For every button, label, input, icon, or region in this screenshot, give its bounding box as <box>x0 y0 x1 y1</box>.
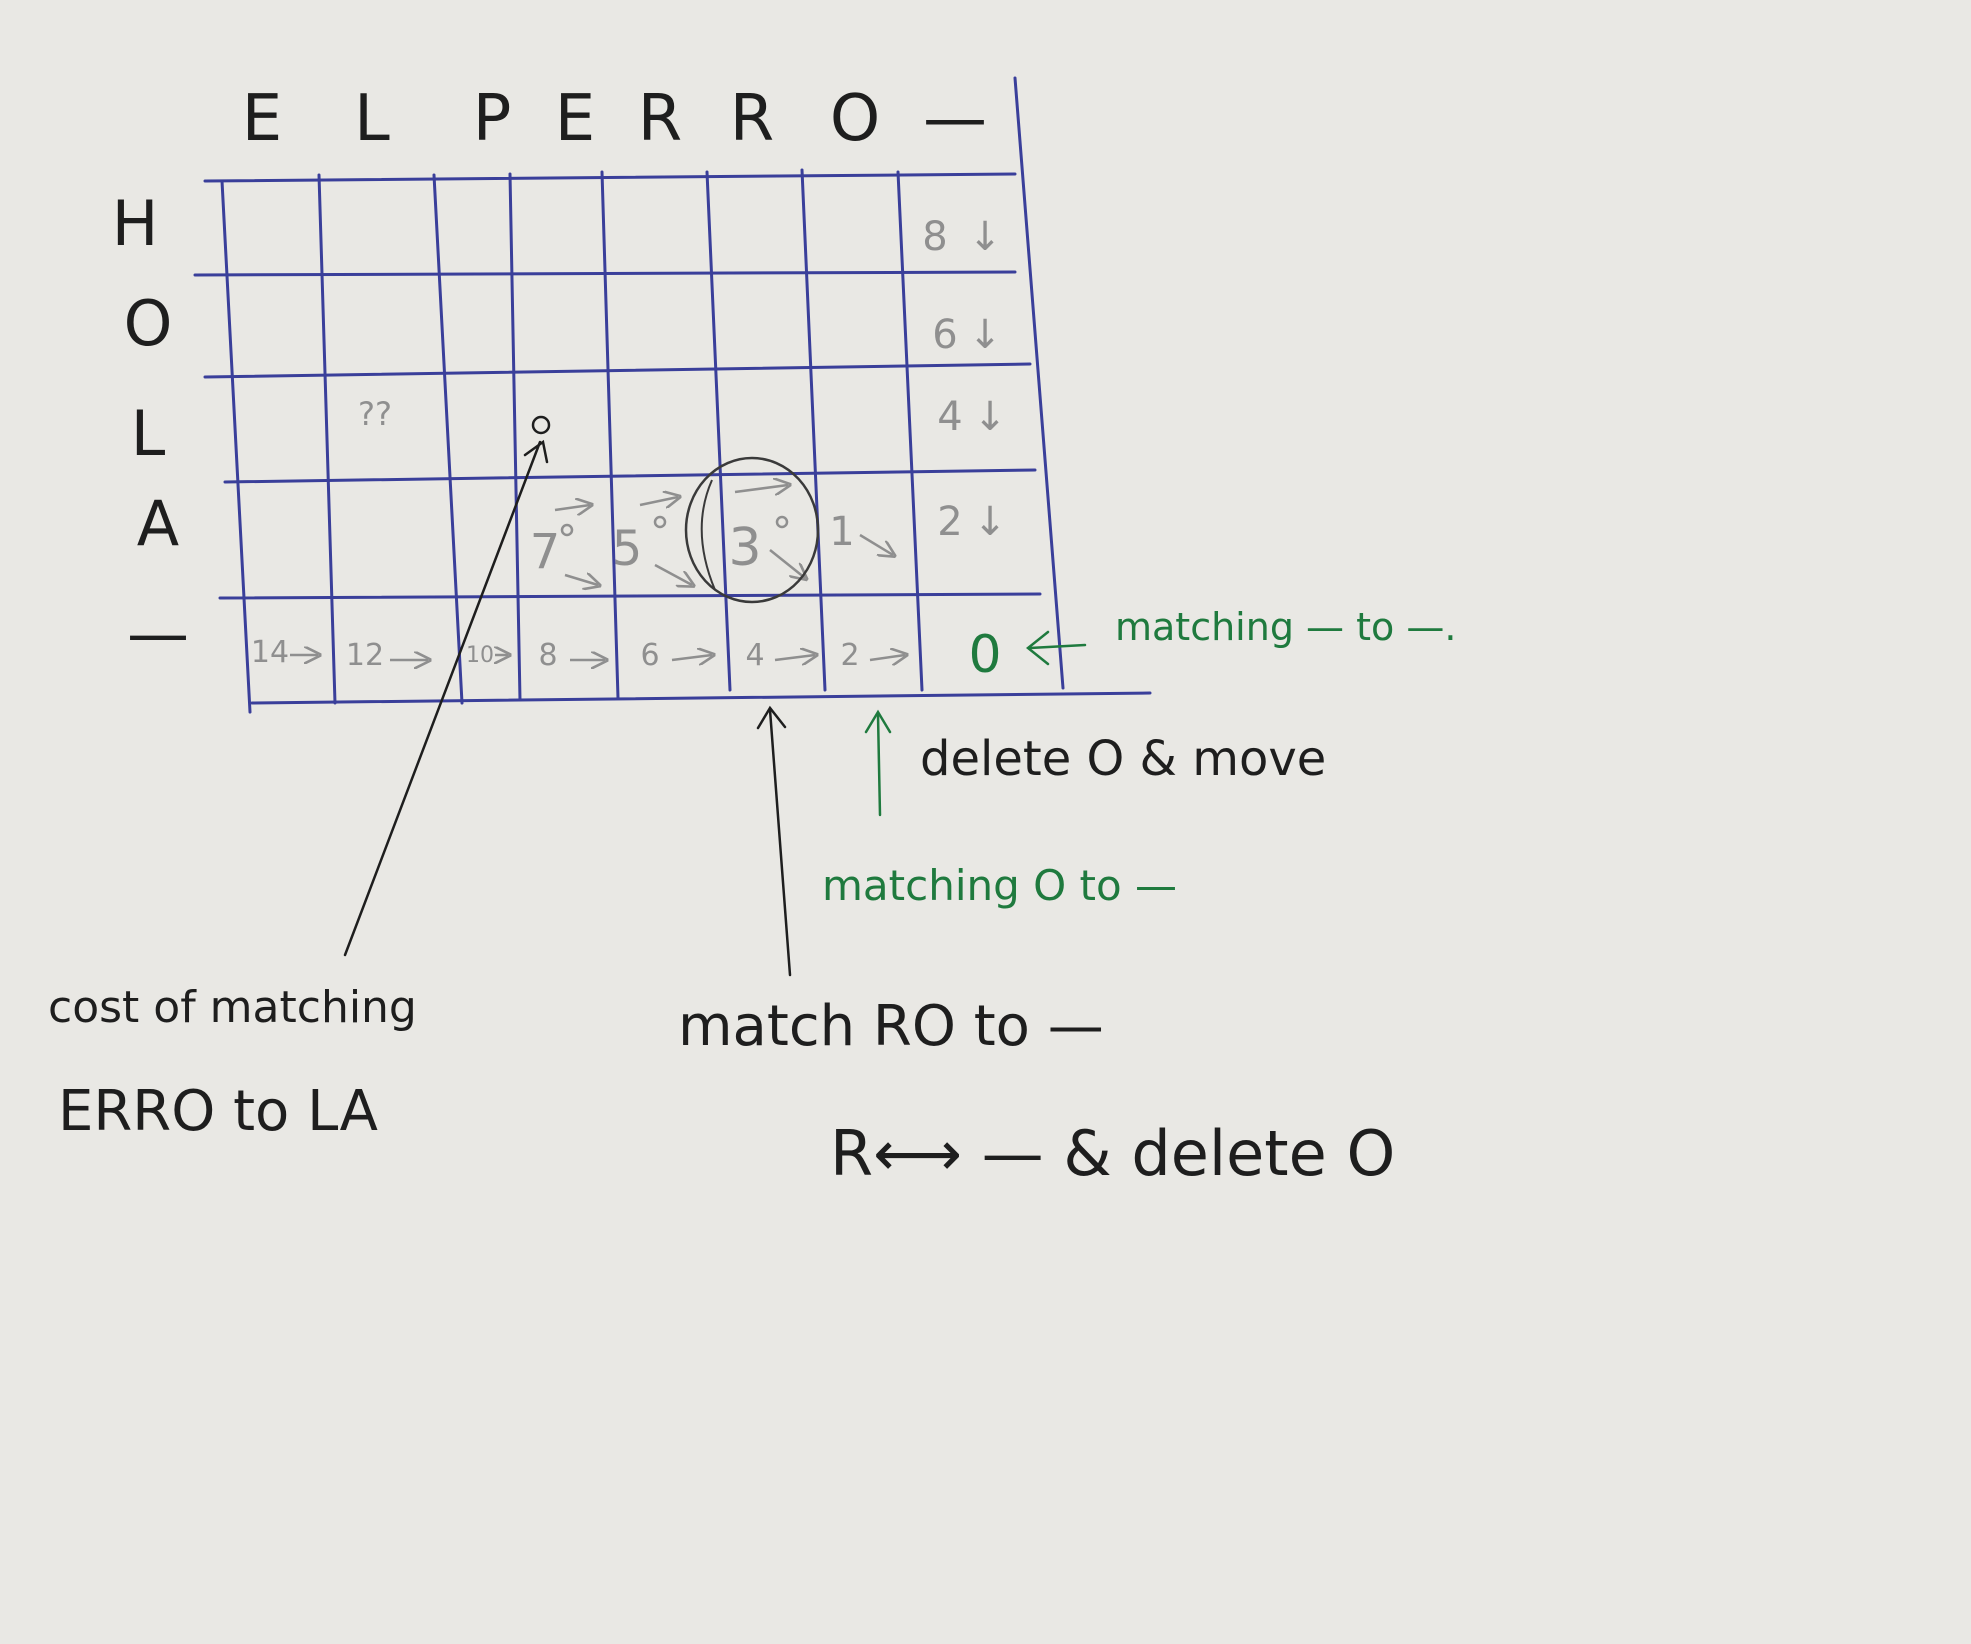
diagonal-arrow-icon <box>654 563 692 585</box>
cell-value: 5 <box>612 521 643 577</box>
down-arrow-icon: ↓ <box>968 312 1002 358</box>
base-value: 14 <box>251 635 289 670</box>
side-letter: A <box>137 487 179 560</box>
grid-line-v <box>600 170 620 700</box>
down-arrow-icon: ↓ <box>973 394 1007 440</box>
grid-line-v <box>800 168 827 692</box>
grid-line-h <box>218 592 1042 600</box>
top-letter: — <box>923 82 987 156</box>
side-string: H O L A — <box>112 187 189 670</box>
green-arrow <box>1028 643 1087 650</box>
green-arrow <box>876 713 882 817</box>
small-circle-mark <box>653 515 667 529</box>
cell-value: 4 <box>937 394 962 440</box>
grid-line-v <box>896 170 924 692</box>
top-letter: O <box>830 82 880 156</box>
top-letter: E <box>555 82 595 156</box>
base-value: 8 <box>538 638 557 673</box>
pointer-line <box>523 439 549 464</box>
down-arrow-icon: ↓ <box>973 499 1007 545</box>
top-letter: E <box>242 82 282 156</box>
side-letter: H <box>112 187 159 260</box>
top-letter: L <box>354 82 390 156</box>
base-arrows <box>290 655 905 660</box>
green-arrow <box>864 709 892 734</box>
diagonal-arrow-icon <box>564 575 598 585</box>
cell-value: 2 <box>937 499 962 545</box>
diagonal-arrow-icon <box>769 549 805 578</box>
grid-line-v <box>317 173 337 705</box>
right-arrow-icon <box>774 655 815 660</box>
cell-value: 1 <box>829 509 854 555</box>
dp-grid <box>193 76 1152 714</box>
base-value: 2 <box>840 638 859 673</box>
side-letter: O <box>124 287 173 360</box>
green-arrow <box>1025 630 1050 666</box>
annotation-match-ro: match RO to — <box>678 994 1104 1059</box>
top-letter: P <box>473 82 512 156</box>
green-pointers <box>864 630 1087 817</box>
annotation-cost-line1: cost of matching <box>48 982 417 1033</box>
annotation-matching-blank: matching — to —. <box>1115 605 1456 649</box>
cell-value: 3 <box>728 518 761 578</box>
small-circle-mark <box>560 523 574 537</box>
grid-line-h <box>203 362 1032 379</box>
grid-line-v <box>432 173 464 705</box>
grid-line-h <box>223 468 1037 484</box>
base-value: 6 <box>640 638 659 673</box>
base-row: 14 12 10 8 6 4 2 <box>251 635 860 673</box>
pointer-line <box>756 705 787 730</box>
pointer-line <box>768 708 792 977</box>
pointer-line <box>343 440 542 957</box>
right-arrow-icon <box>554 505 590 510</box>
side-letter: — <box>127 597 189 670</box>
whiteboard-drawing: E L P E R R O — H O L A — 8 ↓ 6 <box>48 76 1456 1190</box>
right-arrow-icon <box>869 655 905 660</box>
grid-line-v <box>220 179 252 714</box>
grid-line-h <box>250 691 1152 705</box>
base-value: 12 <box>346 638 384 673</box>
top-letter: R <box>638 82 682 156</box>
grid-line-h <box>203 172 1017 183</box>
annotation-r-swap: R⟷ — & delete O <box>830 1117 1395 1190</box>
final-cell-value: 0 <box>968 625 1001 685</box>
dp-values: 8 ↓ 6 ↓ ?? 4 ↓ 7 5 3 1 2 ↓ <box>358 214 1007 580</box>
grid-line-v <box>508 172 522 702</box>
highlight-circle-inner <box>700 479 716 591</box>
pointer-lines <box>343 415 792 977</box>
top-letter: R <box>730 82 774 156</box>
base-value: 10 <box>466 643 494 668</box>
base-value: 4 <box>745 638 764 673</box>
cell-value: 8 <box>922 214 947 260</box>
small-circle-mark <box>775 515 789 529</box>
whiteboard-page: E L P E R R O — H O L A — 8 ↓ 6 <box>48 76 1456 1190</box>
annotation-matching-o: matching O to — <box>822 861 1177 910</box>
right-arrow-icon <box>639 497 678 505</box>
right-arrow-icon <box>671 655 712 660</box>
cell-value: 7 <box>530 524 561 580</box>
down-arrow-icon: ↓ <box>968 214 1002 260</box>
top-string: E L P E R R O — <box>242 82 987 156</box>
side-letter: L <box>131 397 166 470</box>
grid-line-v <box>1013 76 1065 690</box>
annotation-delete-move: delete O & move <box>920 731 1326 787</box>
highlight-circle <box>684 456 820 604</box>
right-arrow-icon <box>734 485 788 492</box>
annotation-cost-line2: ERRO to LA <box>58 1079 378 1144</box>
cell-value: ?? <box>358 395 392 433</box>
diagonal-arrow-icon <box>859 533 893 555</box>
grid-line-v <box>705 170 732 692</box>
cell-value: 6 <box>932 312 957 358</box>
target-dot <box>531 415 551 435</box>
dp-arrows <box>554 485 893 585</box>
